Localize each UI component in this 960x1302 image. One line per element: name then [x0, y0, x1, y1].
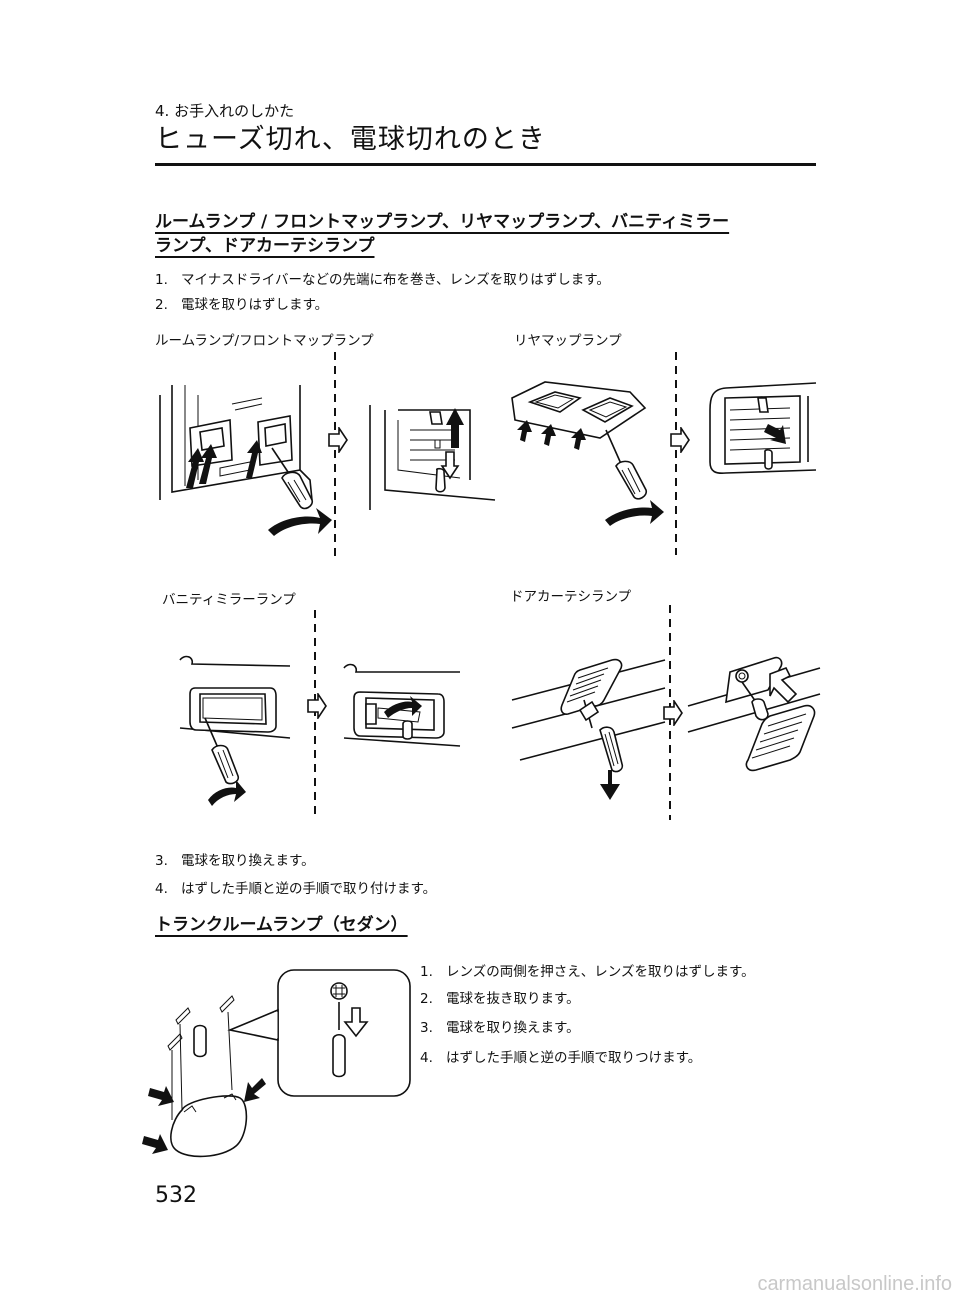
caption-vanity-lamp: バニティミラーランプ — [162, 592, 296, 608]
caption-door-lamp: ドアカーテシランプ — [510, 589, 632, 605]
watermark: carmanualsonline.info — [757, 1273, 952, 1295]
vanity-lamp-illustration-remove-bulb — [343, 663, 461, 747]
page-title: ヒューズ切れ、電球切れのとき — [155, 124, 546, 155]
rear-map-lamp-illustration-remove-lens — [511, 381, 664, 526]
caption-room-lamp: ルームランプ/フロントマップランプ — [155, 333, 374, 349]
room-lamp-illustration-remove-lens — [159, 385, 332, 536]
chapter-label: 4. お手入れのしかた — [155, 102, 295, 120]
step-2: 2.電球を取りはずします。 — [155, 297, 329, 313]
trunk-step-3: 3.電球を取り換えます。 — [420, 1020, 580, 1036]
vanity-lamp-illustration-remove-lens — [179, 655, 291, 806]
section-heading-line1: ルームランプ / フロントマップランプ、リヤマップランプ、バニティミラー — [155, 212, 730, 232]
step-3: 3.電球を取り換えます。 — [155, 853, 315, 869]
door-lamp-illustration-remove-bulb — [687, 656, 821, 772]
step-4: 4.はずした手順と逆の手順で取り付けます。 — [155, 881, 437, 897]
trunk-step-4: 4.はずした手順と逆の手順で取りつけます。 — [420, 1050, 702, 1066]
door-lamp-illustration-remove-lens — [511, 658, 666, 800]
title-divider — [155, 163, 816, 166]
section-heading-line2: ランプ、ドアカーテシランプ — [155, 236, 375, 256]
page-number: 532 — [155, 1183, 197, 1208]
room-lamp-illustration-remove-bulb — [369, 405, 496, 510]
caption-rear-map-lamp: リヤマップランプ — [514, 333, 622, 349]
trunk-lamp-heading: トランクルームランプ（セダン） — [155, 915, 408, 935]
rear-map-lamp-illustration-remove-bulb — [709, 382, 817, 475]
trunk-step-1: 1.レンズの両側を押さえ、レンズを取りはずします。 — [420, 964, 755, 980]
trunk-step-2: 2.電球を抜き取ります。 — [420, 991, 580, 1007]
step-1: 1.マイナスドライバーなどの先端に布を巻き、レンズを取りはずします。 — [155, 272, 610, 288]
trunk-lamp-illustration — [142, 969, 411, 1158]
